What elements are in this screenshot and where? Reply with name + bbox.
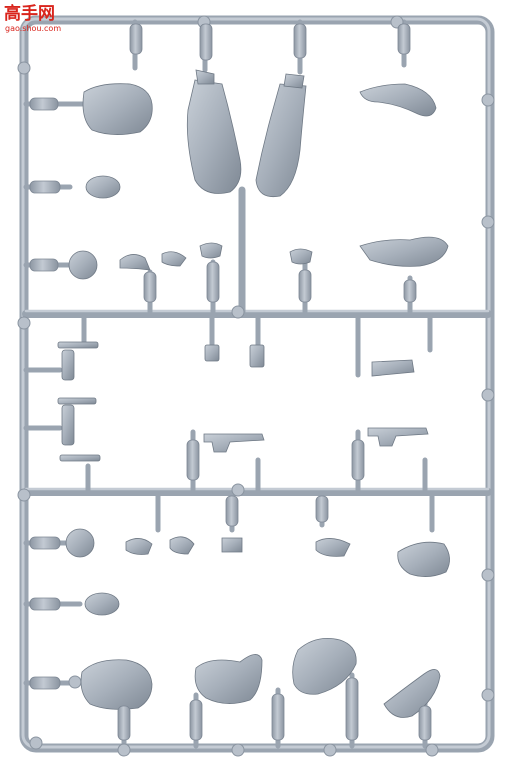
watermark-url: gao.shou.com [5,24,62,33]
sprue-parts [57,69,450,718]
sprue-frame-highlight [21,17,491,749]
watermark: 高手网 gao.shou.com [4,4,70,44]
sprue-nubs [17,15,495,757]
watermark-title: 高手网 [4,4,55,24]
sprue-gate-bulbs [29,23,432,741]
